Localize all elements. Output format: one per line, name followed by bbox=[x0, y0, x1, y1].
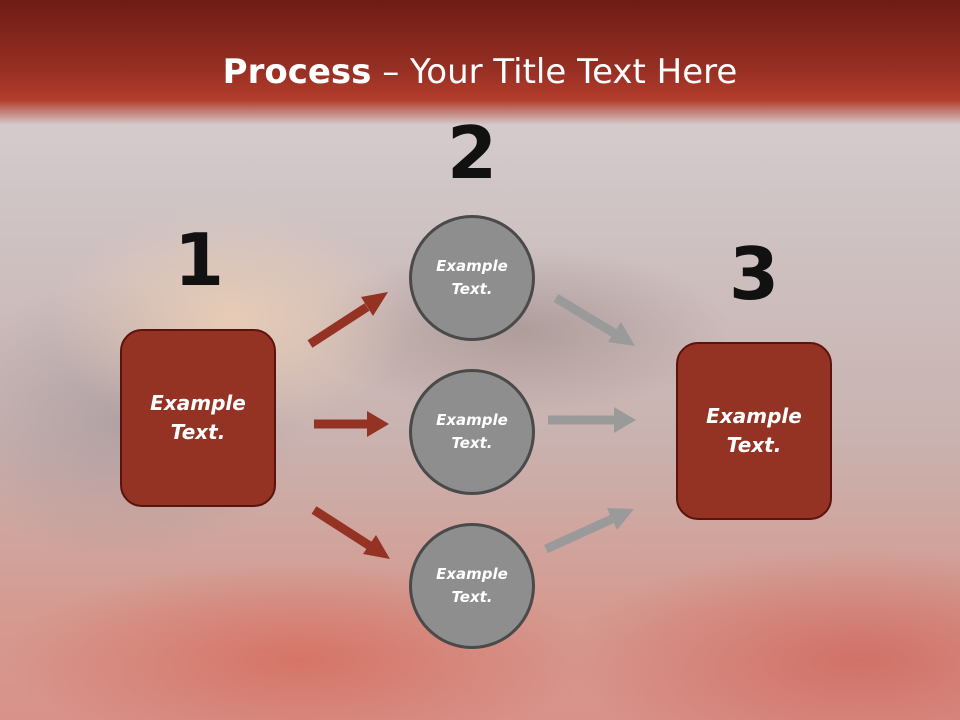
circle-bottom: Example Text. bbox=[409, 523, 535, 649]
arrow-red-down bbox=[311, 506, 373, 550]
step-number-1: 1 bbox=[173, 218, 225, 302]
title-dash: – bbox=[371, 52, 411, 92]
circle-top: Example Text. bbox=[409, 215, 535, 341]
circle-bottom-text: Example Text. bbox=[436, 565, 508, 606]
step-number-2: 2 bbox=[446, 111, 498, 195]
arrow-red-up-head bbox=[361, 292, 388, 316]
arrow-gray-up-head bbox=[607, 508, 634, 530]
step-number-3: 3 bbox=[728, 232, 780, 316]
title-rest: Your Title Text Here bbox=[410, 52, 738, 92]
step-box-1-text: Example Text. bbox=[150, 391, 246, 444]
arrow-gray-straight-head bbox=[614, 407, 636, 433]
circle-middle-text: Example Text. bbox=[436, 411, 508, 452]
slide-title: Process – Your Title Text Here bbox=[0, 52, 960, 92]
arrow-red-up bbox=[307, 303, 370, 348]
step-box-1: Example Text. bbox=[120, 329, 276, 507]
step-box-3-text: Example Text. bbox=[706, 404, 802, 457]
arrow-red-straight-head bbox=[367, 411, 389, 437]
arrow-red-down-head bbox=[363, 535, 390, 559]
circle-top-text: Example Text. bbox=[436, 257, 508, 298]
step-box-3: Example Text. bbox=[676, 342, 832, 520]
arrow-gray-down bbox=[553, 294, 617, 337]
arrow-gray-up bbox=[544, 514, 614, 554]
arrow-gray-down-head bbox=[608, 322, 635, 346]
title-bar bbox=[0, 0, 960, 125]
circle-middle: Example Text. bbox=[409, 369, 535, 495]
title-bold: Process bbox=[222, 52, 372, 92]
